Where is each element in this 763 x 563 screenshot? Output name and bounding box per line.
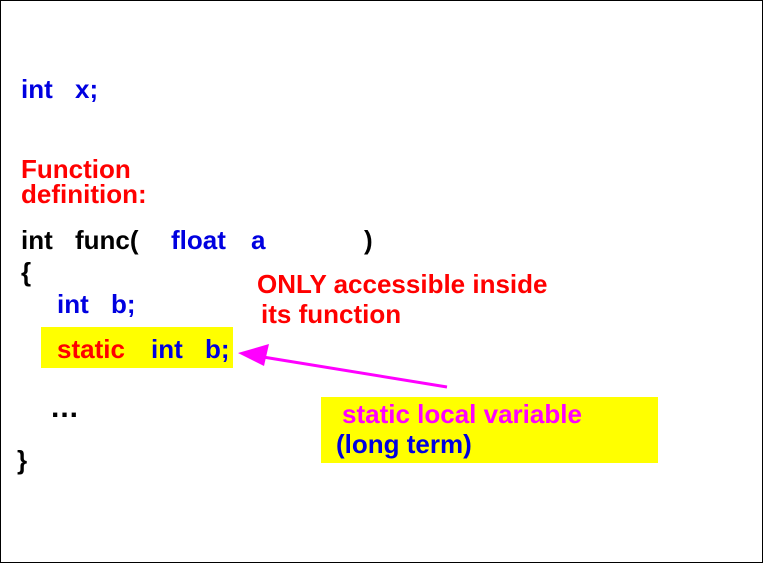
static-decl-highlight <box>41 327 233 368</box>
static-keyword: static <box>57 334 125 364</box>
param-type: float <box>171 225 226 255</box>
callout-arrow-shaft <box>262 355 448 389</box>
open-brace: { <box>21 257 32 287</box>
static-decl-type: int <box>151 334 183 364</box>
global-decl-name: x; <box>75 74 99 104</box>
accessible-note-line2: its function <box>261 299 402 329</box>
code-ellipsis: ... <box>51 391 80 424</box>
static-decl-name: b; <box>205 334 230 364</box>
function-definition-label-line1: Function <box>21 154 131 184</box>
accessible-note-line1: ONLY accessible inside <box>257 269 548 299</box>
close-brace: } <box>17 445 28 475</box>
static-local-callout-box <box>321 397 658 463</box>
local-decl-name: b; <box>111 289 136 319</box>
func-name: func( <box>75 225 139 255</box>
function-definition-label-line2: definition: <box>21 179 147 209</box>
local-decl-type: int <box>57 289 89 319</box>
static-local-callout-line2: (long term) <box>336 429 472 459</box>
static-local-callout-line1: static local variable <box>342 399 582 429</box>
func-return-type: int <box>21 225 53 255</box>
global-decl-type: int <box>21 74 53 104</box>
param-name: a <box>251 225 266 255</box>
func-close-paren: ) <box>364 225 373 255</box>
callout-arrow-head <box>238 344 269 366</box>
